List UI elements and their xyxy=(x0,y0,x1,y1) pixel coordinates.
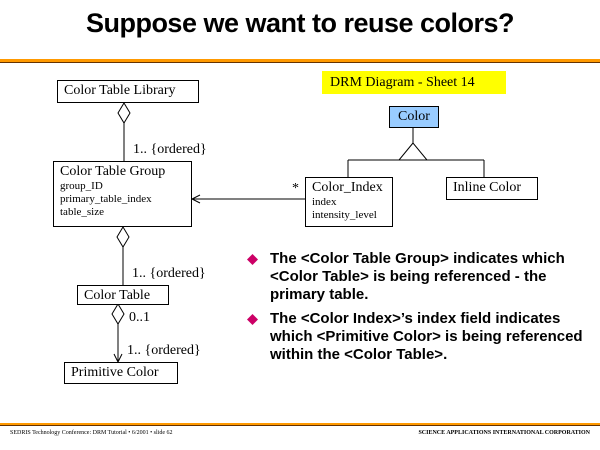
inheritance-triangle xyxy=(397,142,429,161)
arrowhead-group xyxy=(190,194,201,204)
multiplicity-group-table: 1.. {ordered} xyxy=(132,266,206,281)
multiplicity-star: * xyxy=(292,181,299,196)
sheet-label: DRM Diagram - Sheet 14 xyxy=(322,71,506,94)
attr-group-id: group_ID xyxy=(60,180,103,192)
color-table-library-box: Color Table Library xyxy=(57,80,199,103)
attr-primary-table-index: primary_table_index xyxy=(60,193,152,205)
color-table-box: Color Table xyxy=(77,285,169,305)
primitive-color-box: Primitive Color xyxy=(64,362,178,384)
bullet-text: The <Color Index>’s index field indicate… xyxy=(270,310,583,363)
color-table-library-label: Color Table Library xyxy=(64,83,176,98)
inline-color-label: Inline Color xyxy=(453,180,522,195)
primitive-color-label: Primitive Color xyxy=(71,365,159,380)
bullet-item: The <Color Index>’s index field indicate… xyxy=(243,310,588,364)
bullet-list: The <Color Table Group> indicates which … xyxy=(243,250,588,370)
attr-table-size: table_size xyxy=(60,206,104,218)
bullet-item: The <Color Table Group> indicates which … xyxy=(243,250,588,304)
bullet-diamond-icon xyxy=(247,254,258,265)
footer-left: SEDRIS Technology Conference: DRM Tutori… xyxy=(10,430,173,436)
slide-title: Suppose we want to reuse colors? xyxy=(85,8,515,38)
color-box: Color xyxy=(389,106,439,128)
aggregation-diamond-group xyxy=(116,226,130,248)
attr-intensity-level: intensity_level xyxy=(312,209,377,221)
color-table-label: Color Table xyxy=(84,288,151,303)
footer-right: SCIENCE APPLICATIONS INTERNATIONAL CORPO… xyxy=(418,430,590,436)
footer-rule-dark xyxy=(0,425,600,426)
multiplicity-library-group: 1.. {ordered} xyxy=(133,142,207,157)
aggregation-diamond-table xyxy=(111,303,125,325)
title-rule-dark xyxy=(0,62,600,63)
title-rule xyxy=(0,59,600,62)
multiplicity-zero-one: 0..1 xyxy=(129,310,150,325)
multiplicity-table-primitive: 1.. {ordered} xyxy=(127,343,201,358)
color-index-label: Color_Index xyxy=(312,180,383,195)
color-table-group-box: Color Table Group group_ID primary_table… xyxy=(53,161,192,227)
color-index-box: Color_Index index intensity_level xyxy=(305,177,393,227)
bullet-text: The <Color Table Group> indicates which … xyxy=(270,250,565,303)
bullet-diamond-icon xyxy=(247,314,258,325)
color-label: Color xyxy=(398,109,430,124)
attr-index: index xyxy=(312,196,337,208)
footer-rule xyxy=(0,423,600,425)
color-table-group-label: Color Table Group xyxy=(60,164,166,179)
inline-color-box: Inline Color xyxy=(446,177,538,200)
aggregation-diamond-library xyxy=(117,102,131,124)
